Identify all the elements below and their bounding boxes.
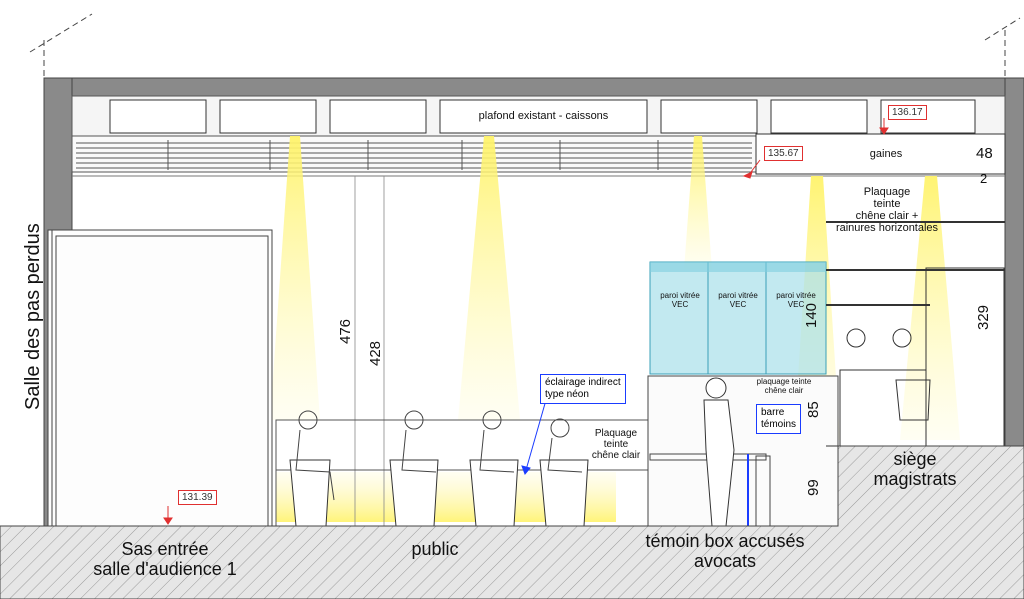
note-plaquage-box: Plaquage teinte chêne clair [591,428,641,461]
elevation-markers [163,118,889,525]
dim-48: 48 [976,145,993,162]
elevation-131: 131.39 [178,490,217,505]
gaines-label: gaines [869,148,903,160]
public-seats [289,459,589,527]
elevation-136: 136.17 [888,105,927,120]
side-label: Salle des pas perdus [22,223,44,410]
dim-428: 428 [367,340,384,366]
public-figures [295,410,583,501]
ceiling-label: plafond existant - caissons [478,110,609,122]
dim-99: 99 [805,479,822,496]
sas-room [47,229,273,527]
grille-band [71,135,1005,177]
dim-2: 2 [980,171,988,186]
glass-partition [649,261,827,375]
ceiling-caissons [109,99,976,134]
dim-476: 476 [337,318,354,344]
roof-dashed-lines [29,13,1021,78]
dim-85: 85 [805,401,822,418]
axis-lines [354,176,385,526]
zone-public: public [411,539,459,559]
gaines-box [755,133,1006,175]
leader-lines [521,399,547,475]
ground [0,445,1024,599]
note-plaquage-main: Plaquage teinte chêne clair + rainures h… [835,186,939,235]
temoin-box [647,375,839,527]
elevation-135: 135.67 [764,146,803,161]
dim-329: 329 [975,304,992,330]
